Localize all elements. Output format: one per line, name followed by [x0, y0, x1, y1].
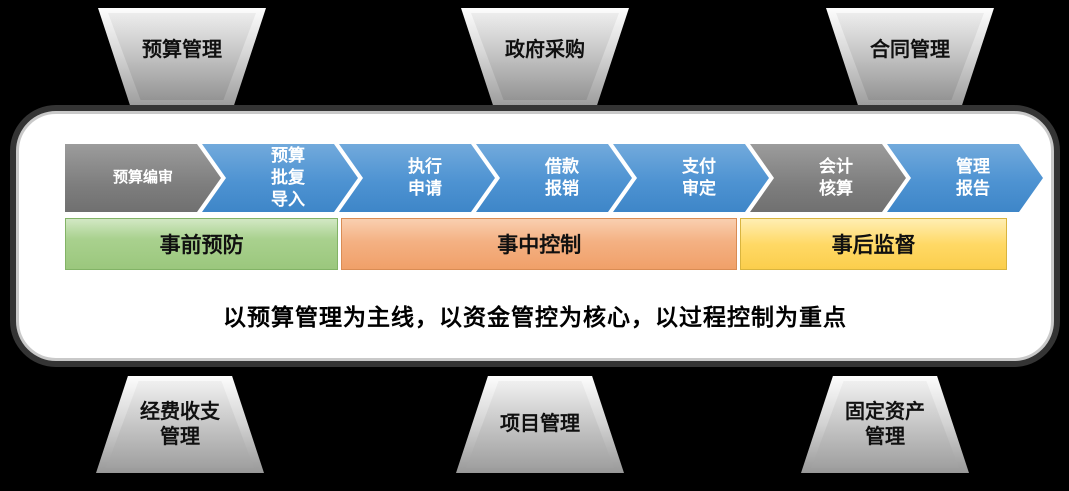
step-loan-reimbursement: 借款报销 — [476, 144, 632, 212]
phase-in-process-control: 事中控制 — [341, 218, 738, 270]
step-label: 预算编审 — [112, 169, 173, 187]
step-label: 支付审定 — [681, 156, 716, 198]
module-label-wrap: 合同管理 — [826, 8, 994, 105]
step-label: 预算批复导入 — [270, 145, 305, 210]
phase-bands: 事前预防 事中控制 事后监督 — [65, 218, 1007, 270]
phase-pre-prevention: 事前预防 — [65, 218, 339, 270]
process-flow: 预算编审 预算批复导入 执行申请 借款报销 支付审定 会计核算 管理报告 — [65, 144, 1043, 212]
process-panel: 预算编审 预算批复导入 执行申请 借款报销 支付审定 会计核算 管理报告 事前预… — [16, 111, 1054, 361]
phase-label: 事中控制 — [497, 234, 582, 257]
module-contract-management: 合同管理 — [826, 8, 994, 105]
module-label-wrap: 经费收支管理 — [96, 376, 264, 473]
module-project-management: 项目管理 — [456, 376, 624, 473]
module-government-procurement: 政府采购 — [461, 8, 629, 105]
step-budget-approval-import: 预算批复导入 — [202, 144, 358, 212]
phase-post-supervision: 事后监督 — [740, 218, 1007, 270]
module-label: 项目管理 — [500, 413, 580, 435]
phase-label: 事后监督 — [831, 234, 916, 257]
module-label: 固定资产管理 — [845, 400, 925, 448]
module-label-wrap: 项目管理 — [456, 376, 624, 473]
module-label: 政府采购 — [505, 39, 585, 61]
step-accounting: 会计核算 — [750, 144, 906, 212]
step-budget-compilation: 预算编审 — [65, 144, 221, 212]
step-payment-review: 支付审定 — [613, 144, 769, 212]
module-label: 合同管理 — [870, 39, 950, 61]
module-label: 经费收支管理 — [140, 400, 220, 448]
module-fixed-assets: 固定资产管理 — [801, 376, 969, 473]
module-label-wrap: 预算管理 — [98, 8, 266, 105]
step-management-report: 管理报告 — [887, 144, 1043, 212]
module-budget-management: 预算管理 — [98, 8, 266, 105]
step-label: 借款报销 — [544, 156, 579, 198]
tagline: 以预算管理为主线，以资金管控为核心，以过程控制为重点 — [223, 304, 847, 330]
step-label: 会计核算 — [818, 156, 853, 198]
module-label: 预算管理 — [142, 39, 222, 61]
module-label-wrap: 政府采购 — [461, 8, 629, 105]
module-label-wrap: 固定资产管理 — [801, 376, 969, 473]
module-funds-income-expense: 经费收支管理 — [96, 376, 264, 473]
step-label: 管理报告 — [955, 156, 990, 198]
step-label: 执行申请 — [407, 156, 442, 198]
step-execution-application: 执行申请 — [339, 144, 495, 212]
phase-label: 事前预防 — [159, 234, 244, 257]
